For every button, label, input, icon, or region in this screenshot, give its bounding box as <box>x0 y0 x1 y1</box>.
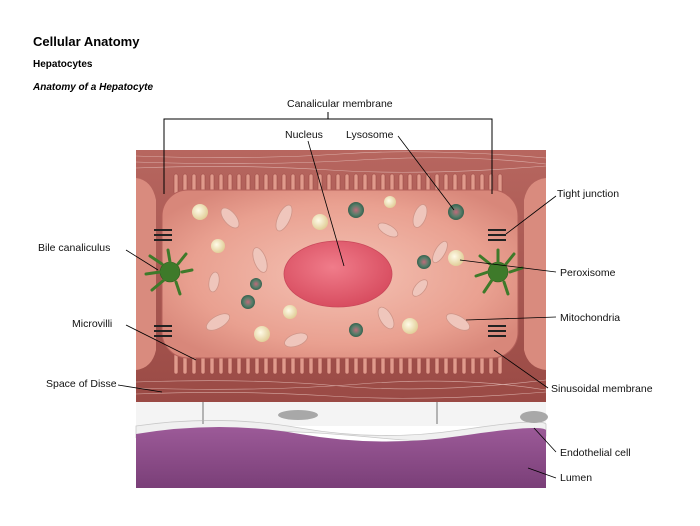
space-of-disse-fibers-top <box>135 151 547 173</box>
mitochondrion <box>252 247 268 273</box>
mitochondrion <box>220 207 240 229</box>
peroxisome <box>384 196 396 208</box>
bile-canaliculus-right <box>474 248 524 296</box>
microvilli-bottom <box>173 353 503 375</box>
mitochondrion <box>284 332 308 348</box>
microvillus <box>173 353 179 375</box>
tight-junction-marks <box>154 229 506 337</box>
label-lysosome: Lysosome <box>346 129 394 141</box>
peroxisome <box>312 214 328 230</box>
label-microvilli: Microvilli <box>72 318 113 330</box>
label-canalicular-membrane: Canalicular membrane <box>287 98 393 110</box>
lumen <box>136 427 546 488</box>
mitochondria-group <box>205 204 471 348</box>
peroxisome <box>192 204 208 220</box>
space-of-disse-fibers <box>135 379 547 399</box>
figure-subtitle: Anatomy of a Hepatocyte <box>33 82 154 93</box>
lysosome <box>417 255 431 269</box>
peroxisome-group <box>192 196 464 342</box>
peroxisome <box>254 326 270 342</box>
label-sinusoidal-membrane: Sinusoidal membrane <box>551 383 653 395</box>
lysosome <box>348 202 364 218</box>
label-bile-canaliculus: Bile canaliculus <box>38 242 111 254</box>
label-endothelial-cell: Endothelial cell <box>560 447 631 459</box>
mitochondrion <box>445 313 471 331</box>
peroxisome <box>283 305 297 319</box>
label-tight-junction: Tight junction <box>557 188 620 200</box>
label-mitochondria: Mitochondria <box>560 312 621 324</box>
lysosome <box>448 204 464 220</box>
endothelial-nucleus <box>520 411 548 423</box>
leader-lines <box>117 135 557 479</box>
lysosome <box>349 323 363 337</box>
microvillus <box>173 173 179 195</box>
mitochondrion <box>412 279 428 297</box>
mitochondrion <box>208 271 220 293</box>
section-title: Hepatocytes <box>33 59 93 70</box>
mitochondrion <box>412 204 428 228</box>
label-nucleus: Nucleus <box>285 129 323 141</box>
lysosome <box>241 295 255 309</box>
mitochondrion <box>377 306 395 330</box>
peroxisome <box>211 239 225 253</box>
mitochondrion <box>205 313 231 331</box>
page-title: Cellular Anatomy <box>33 34 140 49</box>
mitochondrion <box>377 222 399 238</box>
label-space-of-disse: Space of Disse <box>46 378 117 390</box>
mitochondrion <box>275 204 293 232</box>
peroxisome <box>448 250 464 266</box>
label-peroxisome: Peroxisome <box>560 267 616 279</box>
endothelial-nucleus <box>278 410 318 420</box>
nucleus <box>283 240 393 308</box>
peroxisome <box>402 318 418 334</box>
lysosome <box>250 278 262 290</box>
bile-canaliculus-left <box>144 248 194 296</box>
label-lumen: Lumen <box>560 472 593 484</box>
endothelial-attachments <box>202 402 438 424</box>
mitochondrion <box>432 240 448 264</box>
neighbor-cell-right <box>524 178 546 370</box>
